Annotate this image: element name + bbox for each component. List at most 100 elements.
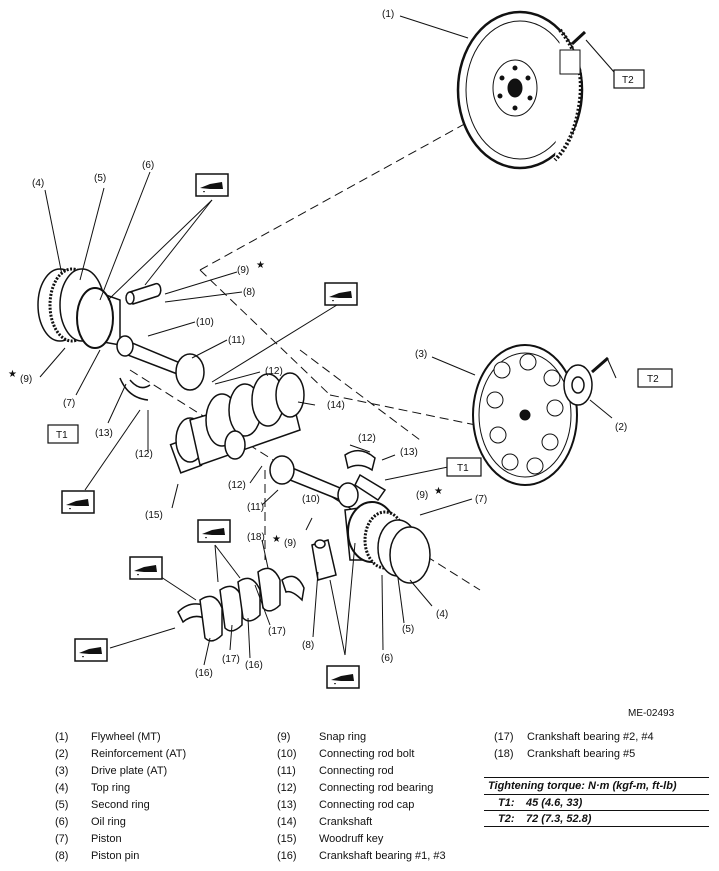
legend-item: (1) Flywheel (MT) — [55, 729, 186, 746]
legend-column-1: (1) Flywheel (MT) (2)Reinforcement (AT) (3)… — [55, 729, 186, 865]
legend-item-label: Flywheel (MT) — [91, 731, 161, 743]
legend-item-label: Crankshaft bearing #1, #3 — [319, 850, 446, 862]
oil-can-icon — [195, 173, 229, 197]
callout-6: (6) — [381, 653, 393, 664]
torque-tag-t2: T2 — [622, 75, 634, 86]
legend-item-label: Drive plate (AT) — [91, 765, 168, 777]
legend-item: (13)Connecting rod cap — [277, 797, 446, 814]
tightening-torque-table: Tightening torque: N·m (kgf-m, ft-lb) T1… — [484, 777, 709, 827]
legend-item-label: Oil ring — [91, 816, 126, 828]
torque-tag-t1: T1 — [457, 463, 469, 474]
callouts: (1) (2) (3) (4) (4) (5) (5) (6) (6) (7) … — [20, 9, 627, 679]
legend-item-number: (14) — [277, 816, 297, 828]
legend-item: (2)Reinforcement (AT) — [55, 746, 186, 763]
legend-item-label: Connecting rod bearing — [319, 782, 434, 794]
torque-tag-t1: T1 — [56, 430, 68, 441]
legend-item-label: Connecting rod bolt — [319, 748, 415, 760]
callout-5: (5) — [94, 173, 106, 184]
figure-reference-code: ME-02493 — [628, 708, 675, 719]
legend-item-number: (5) — [55, 799, 69, 811]
legend-item-number: (9) — [277, 731, 291, 743]
legend-item-label: Second ring — [91, 799, 150, 811]
callout-7: (7) — [475, 494, 487, 505]
callout-16: (16) — [245, 660, 263, 671]
callout-3: (3) — [415, 349, 427, 360]
legend-item: (17) Crankshaft bearing #2, #4 — [494, 729, 654, 746]
piston-left — [37, 267, 121, 349]
callout-2: (2) — [615, 422, 627, 433]
callout-14: (14) — [327, 400, 345, 411]
flywheel — [456, 10, 587, 170]
legend-item: (6) Oil ring — [55, 814, 186, 831]
legend-item-number: (1) — [55, 731, 69, 743]
legend-item-number: (2) — [55, 748, 69, 760]
leader-lines — [39, 15, 617, 666]
oil-can-icon — [61, 490, 95, 514]
callout-17: (17) — [268, 626, 286, 637]
legend-item-number: (15) — [277, 833, 297, 845]
legend-column-3: (17) Crankshaft bearing #2, #4 (18) Cranksh… — [494, 729, 654, 763]
legend-item: (14)Crankshaft — [277, 814, 446, 831]
legend-item-number: (7) — [55, 833, 69, 845]
alignment-lines — [129, 99, 509, 591]
oil-can-icon — [129, 556, 163, 580]
legend-item: (12) Connecting rod bearing — [277, 780, 446, 797]
oil-can-icon — [326, 665, 360, 689]
piston-pin-left — [125, 282, 162, 305]
callout-11: (11) — [247, 502, 264, 513]
torque-tag-t2: T2 — [647, 374, 659, 385]
drive-plate — [472, 344, 578, 486]
callout-9: (9) — [284, 538, 296, 549]
callout-12: (12) — [358, 433, 376, 444]
legend-item: (7) Piston — [55, 831, 186, 848]
legend-item-label: Crankshaft bearing #5 — [527, 748, 636, 760]
legend-item-number: (12) — [277, 782, 297, 794]
callout-16: (16) — [195, 668, 213, 679]
torque-value: 45 (4.6, 33) — [526, 797, 583, 809]
legend-item: (18) Crankshaft bearing #5 — [494, 746, 654, 763]
legend-item: (16) Crankshaft bearing #1, #3 — [277, 848, 446, 865]
callout-4: (4) — [32, 178, 44, 189]
connecting-rod-right — [269, 449, 387, 508]
callout-4: (4) — [436, 609, 448, 620]
torque-key: T1: — [498, 797, 515, 809]
legend-item-label: Connecting rod — [319, 765, 394, 777]
crankshaft — [169, 372, 305, 474]
callout-10: (10) — [302, 494, 320, 505]
torque-row: T1: 45 (4.6, 33) — [484, 795, 709, 811]
torque-tag-box — [47, 69, 673, 477]
star-icon: ★ — [434, 486, 443, 497]
callout-9: (9) — [416, 490, 428, 501]
legend-item-number: (18) — [494, 748, 514, 760]
legend-item-number: (10) — [277, 748, 297, 760]
legend-item-label: Crankshaft bearing #2, #4 — [527, 731, 654, 743]
callout-12: (12) — [135, 449, 153, 460]
engine-exploded-diagram: T2 T2 T1 T1 ★ ★ ★ ★ (1) (2) (3) (4) (4) … — [8, 9, 673, 689]
callout-7: (7) — [63, 398, 75, 409]
callout-9: (9) — [20, 374, 32, 385]
oil-can-icon — [197, 519, 231, 543]
legend-item: (11) Connecting rod — [277, 763, 446, 780]
callout-10: (10) — [196, 317, 214, 328]
legend-item-label: Woodruff key — [319, 833, 384, 845]
torque-table-header: Tightening torque: N·m (kgf-m, ft-lb) — [484, 777, 709, 795]
legend-item-number: (8) — [55, 850, 69, 862]
legend-item-label: Top ring — [91, 782, 131, 794]
callout-11: (11) — [228, 335, 245, 346]
legend-item-label: Snap ring — [319, 731, 367, 743]
callout-15: (15) — [145, 510, 163, 521]
legend-item-number: (13) — [277, 799, 297, 811]
torque-key: T2: — [498, 813, 515, 825]
callout-18: (18) — [247, 532, 265, 543]
legend-item-number: (3) — [55, 765, 69, 777]
legend-item: (10) Connecting rod bolt — [277, 746, 446, 763]
legend-item-number: (6) — [55, 816, 69, 828]
callout-8: (8) — [302, 640, 314, 651]
legend-item-number: (17) — [494, 731, 514, 743]
legend-item-number: (11) — [277, 765, 296, 777]
legend-item-number: (16) — [277, 850, 297, 862]
legend-item-label: Piston — [91, 833, 122, 845]
callout-12: (12) — [228, 480, 246, 491]
callout-1: (1) — [382, 9, 394, 20]
piston-right — [344, 501, 431, 584]
